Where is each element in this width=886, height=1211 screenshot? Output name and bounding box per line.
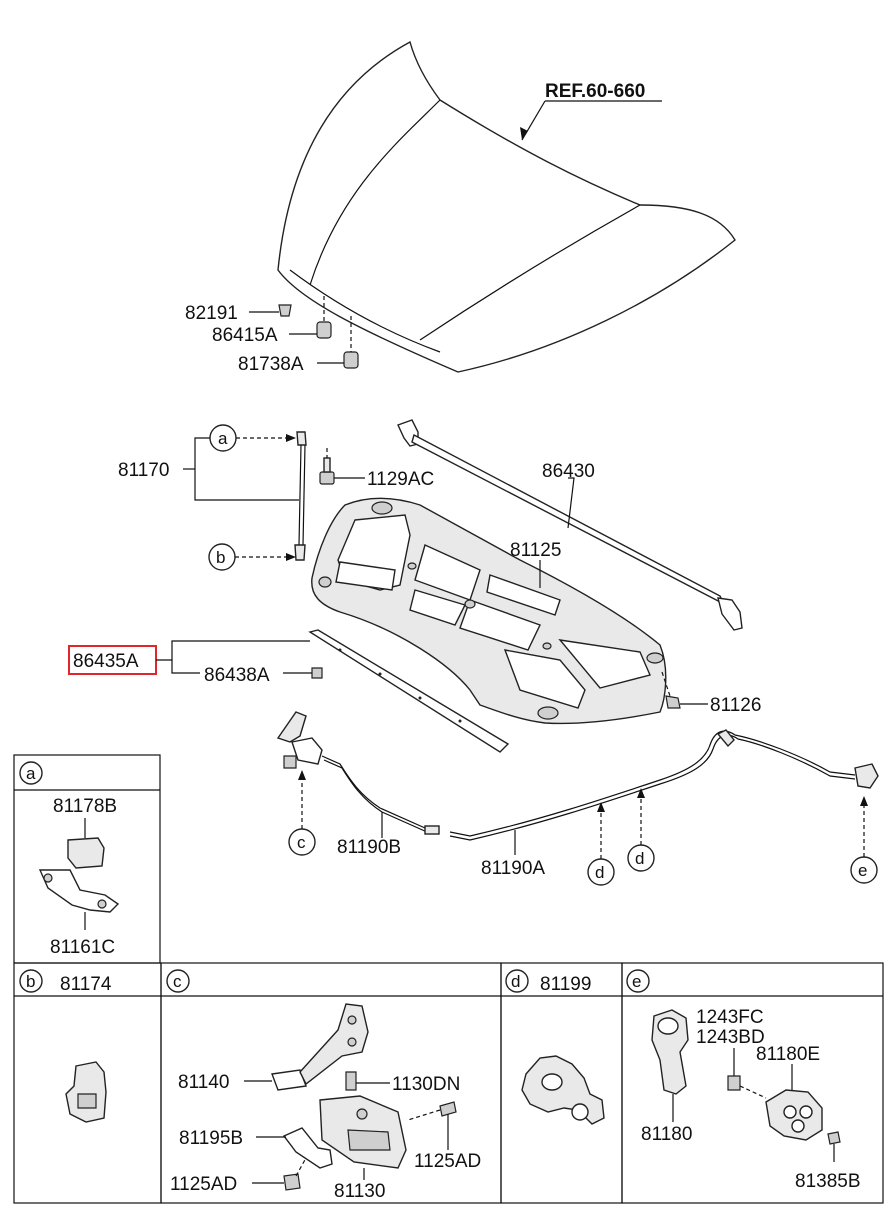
callout-e-text: e (858, 861, 867, 880)
detail-d-key: d (511, 972, 520, 991)
detail-e-key: e (632, 972, 641, 991)
hood-panel (277, 40, 736, 373)
ref-label: REF.60-660 (545, 81, 645, 102)
detail-c-key: c (173, 972, 182, 991)
part-label-81738A: 81738A (238, 354, 304, 375)
detail-c-part-1130DN: 1130DN (392, 1074, 460, 1095)
detail-c-part-1125AD-a: 1125AD (414, 1151, 481, 1172)
detail-box-d: d 81199 (500, 962, 623, 1204)
part-label-82191: 82191 (185, 303, 238, 324)
clip-86438A (311, 667, 323, 679)
detail-box-e: e 81180 1243FC 1243BD 81180E 81385B (621, 962, 884, 1204)
callout-d-text-2: d (635, 849, 644, 868)
detail-e-part-1243FC: 1243FC (696, 1007, 764, 1028)
part-label-81125: 81125 (510, 540, 561, 561)
nut-81385B (827, 1131, 841, 1145)
detail-c-part-81130: 81130 (334, 1181, 385, 1202)
detail-e-part-81180E: 81180E (756, 1044, 820, 1065)
detail-a-part-81178B: 81178B (53, 796, 117, 817)
detail-d-title: 81199 (540, 974, 591, 995)
cable-clip-81199 (521, 1055, 605, 1125)
cable-clip (716, 729, 735, 748)
detail-a-key: a (26, 764, 36, 783)
clip-81126 (661, 671, 681, 709)
detail-box-b: b 81174 (13, 962, 162, 1204)
release-handle-81140 (271, 1069, 307, 1091)
callout-d-text-1: d (595, 863, 604, 882)
detail-e-part-1243BD: 1243BD (696, 1027, 765, 1048)
hood-weatherstrip-86430 (397, 419, 743, 631)
part-label-81190B: 81190B (337, 837, 401, 858)
detail-e-part-81385B: 81385B (795, 1171, 861, 1192)
detail-b-title: 81174 (60, 974, 112, 995)
part-label-81126: 81126 (710, 695, 761, 716)
part-label-86415A: 86415A (212, 325, 278, 346)
detail-c-part-1125AD-b: 1125AD (170, 1174, 237, 1195)
part-label-86438A: 86438A (204, 665, 270, 686)
detail-a-part-81161C: 81161C (50, 937, 115, 958)
clip-81174 (65, 1061, 107, 1123)
bolt-1130DN (345, 1071, 357, 1091)
bushing-81178B (67, 837, 105, 869)
bolt-1125AD-b (283, 1173, 301, 1191)
part-label-81190A: 81190A (481, 858, 545, 879)
hood-stay-rod (294, 431, 307, 561)
cable-connector (424, 825, 440, 835)
bolt-1125AD-a (439, 1101, 457, 1117)
part-label-86430: 86430 (542, 461, 595, 482)
part-label-86435A: 86435A (73, 651, 139, 672)
part-label-1129AC: 1129AC (367, 469, 434, 490)
detail-e-part-81180: 81180 (641, 1124, 692, 1145)
hood-bumper-81738A (343, 316, 359, 369)
hood-seal-strip-86435A (308, 629, 510, 753)
cable-bracket-81195B (282, 1127, 333, 1169)
callout-a-text: a (218, 429, 228, 448)
hood-inner-panel-81125 (311, 497, 667, 725)
cable-end-81180 (854, 763, 879, 789)
callout-b-text: b (216, 548, 225, 567)
detail-box-c: c 81140 1130DN 81130 1125AD 81195B 1125A… (160, 962, 502, 1204)
part-label-81170: 81170 (118, 460, 169, 481)
hood-bumper-82191 (278, 304, 292, 317)
callout-c-text: c (297, 833, 306, 852)
detail-b-key: b (26, 972, 35, 991)
screw-1243FC (727, 1075, 741, 1091)
hood-bumper-86415A (316, 296, 332, 339)
release-lever-81140 (276, 711, 323, 769)
detail-c-part-81140: 81140 (178, 1072, 229, 1093)
bolt-1129AC (319, 448, 335, 485)
detail-c-part-81195B: 81195B (179, 1128, 243, 1149)
detail-box-a: a 81178B 81161C (13, 754, 161, 964)
